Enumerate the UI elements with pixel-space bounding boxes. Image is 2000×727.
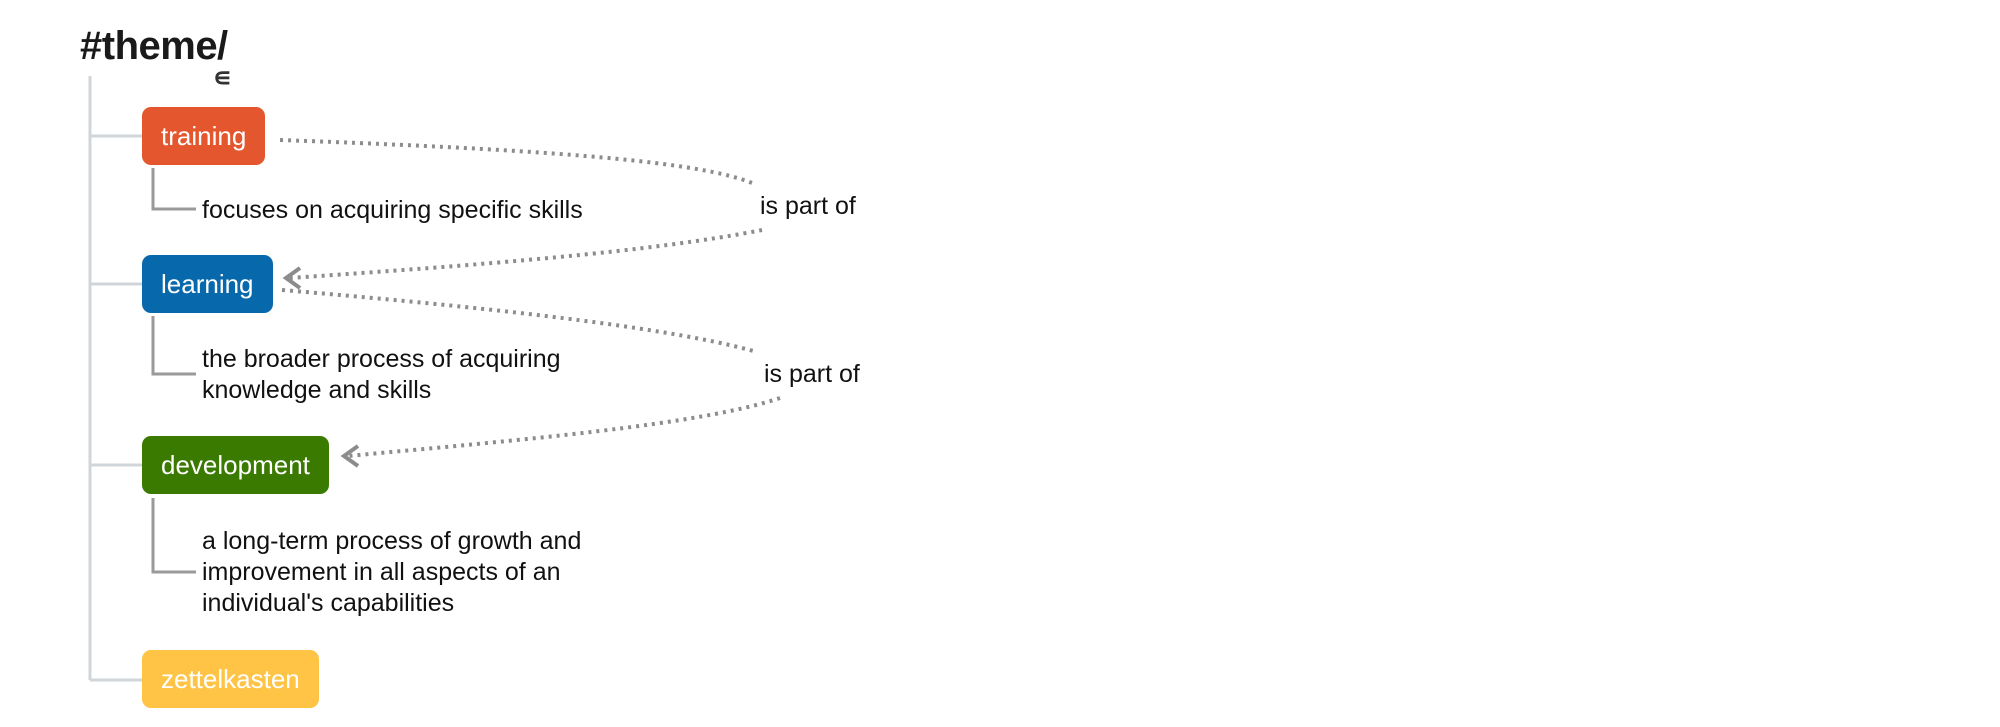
node-label: training xyxy=(161,121,247,151)
node-label: learning xyxy=(161,269,254,299)
node-development[interactable]: development xyxy=(142,436,329,494)
arrowhead-development xyxy=(340,444,360,468)
relation-label-learning-development: is part of xyxy=(764,360,860,388)
page-title: #theme/ xyxy=(80,24,228,68)
element-of-icon: ∊ xyxy=(213,62,232,92)
desc-branch-learning xyxy=(151,316,196,376)
node-label: development xyxy=(161,450,310,480)
relation-line-training-learning xyxy=(279,138,753,185)
description-line: focuses on acquiring specific skills xyxy=(202,196,583,224)
description-line: individual's capabilities xyxy=(202,589,455,617)
node-learning[interactable]: learning xyxy=(142,255,273,313)
description-line: a long-term process of growth and xyxy=(202,527,582,555)
node-description-development: a long-term process of growth and improv… xyxy=(202,526,581,619)
node-label: zettelkasten xyxy=(161,664,300,694)
node-description-training: focuses on acquiring specific skills xyxy=(202,195,583,226)
desc-branch-training xyxy=(151,168,196,211)
description-line: the broader process of acquiring xyxy=(202,345,561,373)
node-training[interactable]: training xyxy=(142,107,266,165)
relation-line-learning-development xyxy=(281,288,758,354)
desc-branch-development xyxy=(151,498,196,574)
description-line: improvement in all aspects of an xyxy=(202,558,561,586)
relation-label-training-learning: is part of xyxy=(760,192,856,220)
arrowhead-learning xyxy=(282,266,302,290)
relation-line-training-learning-2 xyxy=(289,228,763,280)
relation-line-learning-development-2 xyxy=(347,396,781,458)
node-description-learning: the broader process of acquiring knowled… xyxy=(202,344,561,406)
description-line: knowledge and skills xyxy=(202,376,432,404)
node-zettelkasten[interactable]: zettelkasten xyxy=(142,650,319,708)
